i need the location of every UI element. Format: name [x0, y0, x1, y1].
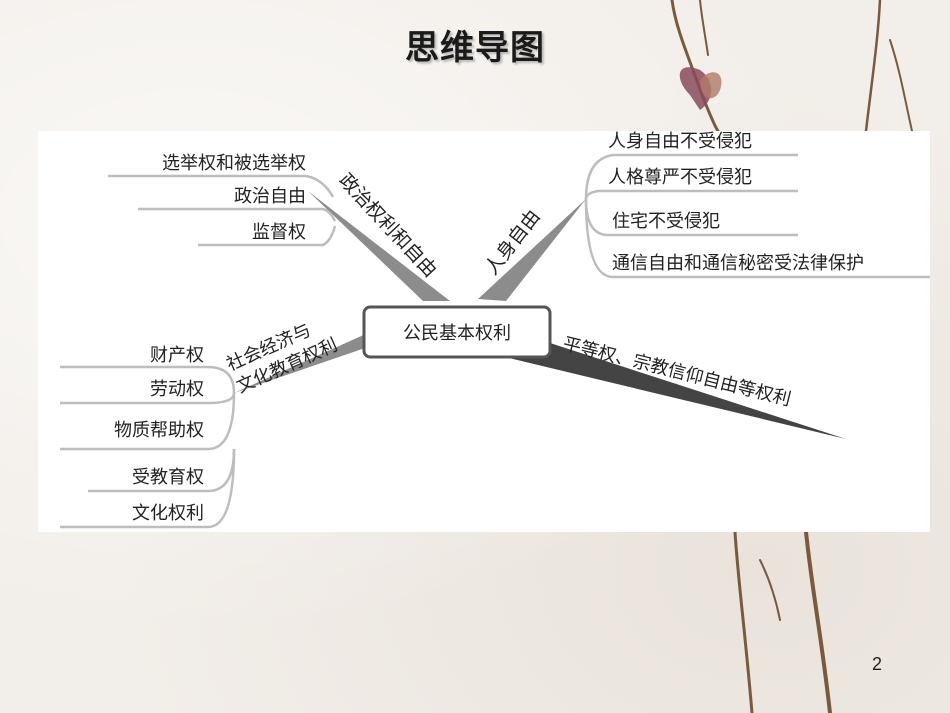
political-item-2: 政治自由 — [234, 186, 306, 207]
social-item-5: 文化权利 — [132, 503, 204, 524]
mindmap-diagram: 公民基本权利 政治权利和自由 选举权和被选举权 政治自由 监督权 人身自由 人身… — [60, 131, 930, 529]
dried-leaf — [679, 67, 722, 110]
social-item-1: 财产权 — [150, 345, 204, 366]
branch-political-shape — [308, 191, 450, 301]
social-item-3: 物质帮助权 — [114, 420, 204, 441]
center-node-label: 公民基本权利 — [403, 323, 511, 344]
social-item-2: 劳动权 — [150, 379, 204, 400]
branch-personal-shape — [478, 199, 586, 301]
personal-item-2: 人格尊严不受侵犯 — [608, 167, 752, 188]
personal-item-1: 人身自由不受侵犯 — [608, 131, 752, 152]
page-title: 思维导图 — [405, 28, 545, 68]
page-number: 2 — [872, 654, 883, 674]
center-node — [362, 305, 552, 359]
personal-item-3: 住宅不受侵犯 — [612, 211, 720, 232]
political-item-3: 监督权 — [252, 222, 306, 243]
mindmap-panel: 公民基本权利 政治权利和自由 选举权和被选举权 政治自由 监督权 人身自由 人身… — [38, 131, 930, 532]
social-item-4: 受教育权 — [132, 467, 204, 488]
social-lines — [60, 365, 236, 529]
personal-item-4: 通信自由和通信秘密受法律保护 — [612, 253, 864, 274]
branch-shapes — [234, 191, 846, 439]
branch-equality-shape — [488, 343, 846, 439]
political-item-1: 选举权和被选举权 — [162, 153, 306, 174]
political-lines — [108, 174, 337, 247]
personal-lines — [584, 153, 930, 279]
branch-social-shape — [234, 333, 368, 393]
